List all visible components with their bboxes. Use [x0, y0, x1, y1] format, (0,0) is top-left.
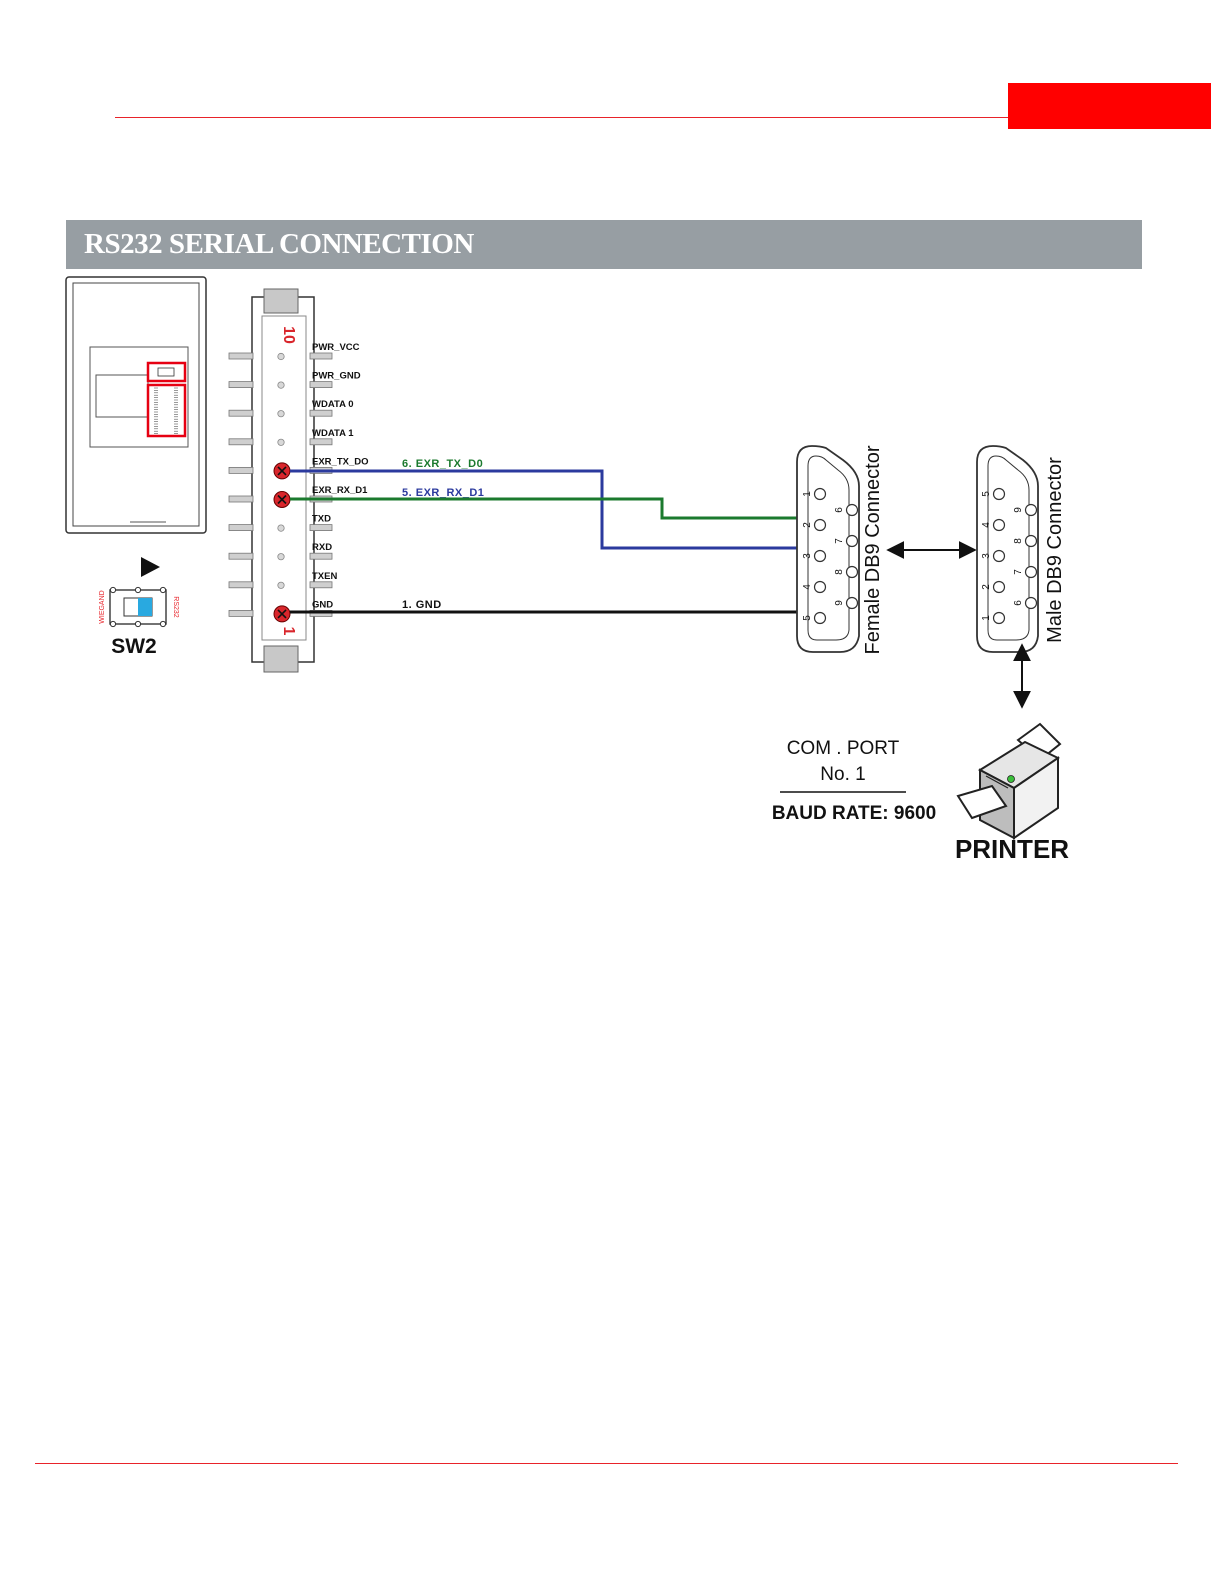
- terminal-pin-lead-left: [229, 525, 253, 531]
- wire-label-rx: 5. EXR_RX_D1: [402, 487, 484, 499]
- pin-number-top: 10: [280, 326, 297, 344]
- db9-pin-number: 2: [981, 584, 992, 590]
- db9-pin: [994, 613, 1005, 624]
- printer-label: PRINTER: [955, 834, 1069, 864]
- terminal-pin-label: TXD: [312, 514, 331, 525]
- db9-pin: [815, 613, 826, 624]
- baud-rate: BAUD RATE: 9600: [772, 803, 936, 824]
- db9-pin-number: 7: [1013, 569, 1024, 575]
- db9-pin-number: 4: [981, 522, 992, 528]
- terminal-screw: [278, 582, 284, 588]
- terminal-pin-label: GND: [312, 599, 333, 610]
- terminal-pin-lead-right: [310, 582, 332, 588]
- terminal-pin-lead-right: [310, 553, 332, 559]
- terminal-screw: [278, 353, 284, 359]
- com-port-line1: COM . PORT: [787, 738, 900, 759]
- db9-pin: [1026, 567, 1037, 578]
- com-port-info: COM . PORT No. 1 BAUD RATE: 9600: [772, 738, 936, 824]
- terminal-pin-label: WDATA 0: [312, 399, 354, 410]
- db9-pin-number: 3: [802, 553, 813, 559]
- terminal-pin-label: RXD: [312, 542, 332, 553]
- terminal-pin-lead-right: [310, 525, 332, 531]
- terminal-pin-label: WDATA 1: [312, 428, 354, 439]
- wire-tx: [290, 471, 815, 548]
- female-db9-connector: 1 2 3 4 5 6 7 8 9 Female DB9 Connector: [797, 445, 884, 654]
- terminal-pin-lead-left: [229, 439, 253, 445]
- db9-pin: [1026, 536, 1037, 547]
- db9-pin: [815, 520, 826, 531]
- db9-pin: [847, 536, 858, 547]
- db9-pin: [994, 520, 1005, 531]
- terminal-pin-lead-left: [229, 496, 253, 502]
- db9-pin-number: 9: [834, 600, 845, 606]
- db9-pin-number: 7: [834, 538, 845, 544]
- db9-pin-number: 1: [802, 491, 813, 497]
- terminal-pin-lead-right: [310, 382, 332, 388]
- db9-pin-number: 8: [834, 569, 845, 575]
- terminal-pin-label: PWR_GND: [312, 371, 361, 382]
- switch-slider: [138, 598, 152, 616]
- db9-pin: [1026, 505, 1037, 516]
- terminal-screw: [278, 382, 284, 388]
- com-port-line2: No. 1: [820, 764, 865, 785]
- device-panel: [66, 277, 206, 533]
- db9-pin: [994, 551, 1005, 562]
- db9-pin: [1026, 598, 1037, 609]
- db9-pin-number: 8: [1013, 538, 1024, 544]
- terminal-screw: [278, 525, 284, 531]
- male-db9-connector: 5 4 3 2 1 9 8 7 6 Male DB9 Connector: [977, 446, 1066, 652]
- db9-pin-number: 5: [802, 615, 813, 621]
- terminal-pin-lead-left: [229, 610, 253, 616]
- db9-pin-number: 9: [1013, 507, 1024, 513]
- db9-pin: [847, 505, 858, 516]
- terminal-pin-lead-left: [229, 353, 253, 359]
- terminal-pin-lead-left: [229, 582, 253, 588]
- db9-pin: [847, 567, 858, 578]
- terminal-screw: [278, 554, 284, 560]
- terminal-pin-lead-left: [229, 467, 253, 473]
- db9-pin-number: 6: [1013, 600, 1024, 606]
- pin-number-bottom: 1: [280, 627, 297, 636]
- switch-left-label: WIEGAND: [99, 590, 106, 623]
- db9-pin: [994, 582, 1005, 593]
- terminal-pin-label: TXEN: [312, 571, 337, 582]
- female-connector-title: Female DB9 Connector: [862, 445, 884, 654]
- switch-name: SW2: [111, 635, 157, 658]
- terminal-pin-label: EXR_TX_DO: [312, 456, 369, 467]
- play-arrow-icon: [141, 557, 160, 577]
- terminal-pin-label: PWR_VCC: [312, 342, 360, 353]
- terminal-pin-label: EXR_RX_D1: [312, 485, 368, 496]
- terminal-pin-lead-right: [310, 410, 332, 416]
- wires: 6. EXR_TX_D0 5. EXR_RX_D1 1. GND: [290, 458, 815, 612]
- footer-rule: [35, 1463, 1178, 1464]
- male-connector-title: Male DB9 Connector: [1044, 457, 1066, 643]
- wire-label-gnd: 1. GND: [402, 599, 442, 611]
- db9-pin-number: 3: [981, 553, 992, 559]
- sw2-switch: WIEGAND RS232 SW2: [99, 587, 179, 658]
- db9-pin: [994, 489, 1005, 500]
- switch-right-label: RS232: [172, 596, 179, 618]
- terminal-screw: [278, 439, 284, 445]
- wire-rx: [290, 499, 815, 518]
- db9-pin-number: 6: [834, 507, 845, 513]
- db9-pin-number: 4: [802, 584, 813, 590]
- terminal-pin-lead-left: [229, 382, 253, 388]
- db9-pin-number: 5: [981, 491, 992, 497]
- db9-pin: [815, 551, 826, 562]
- db9-pin-number: 2: [802, 522, 813, 528]
- terminal-pin-lead-left: [229, 553, 253, 559]
- terminal-pin-lead-right: [310, 439, 332, 445]
- terminal-pin-lead-left: [229, 410, 253, 416]
- wire-label-tx: 6. EXR_TX_D0: [402, 458, 483, 470]
- db9-pin: [847, 598, 858, 609]
- printer-icon: PRINTER: [955, 724, 1069, 864]
- db9-pin-number: 1: [981, 615, 992, 621]
- db9-pin: [815, 582, 826, 593]
- terminal-pin-lead-right: [310, 353, 332, 359]
- terminal-block: 10 1 PWR_VCC PWR_GND WDATA 0 WDATA 1 EXR_TX_…: [229, 289, 369, 672]
- db9-pin: [815, 489, 826, 500]
- terminal-screw: [278, 411, 284, 417]
